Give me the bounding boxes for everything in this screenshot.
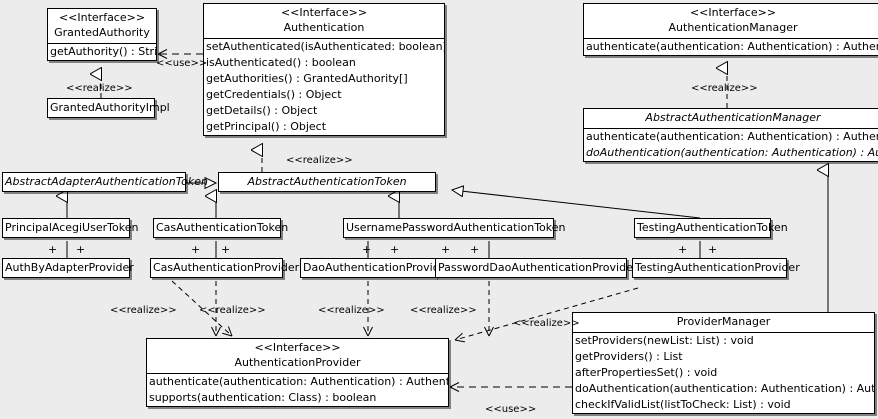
edge-label-realize-authentication-manager: <<realize>> bbox=[691, 83, 758, 94]
class-members: authenticate(authentication: Authenticat… bbox=[584, 128, 878, 161]
member-authenticate: authenticate(authentication: Authenticat… bbox=[586, 130, 878, 143]
member-do-authentication: doAuthentication(authentication: Authent… bbox=[586, 146, 878, 159]
class-name: CasAuthenticationProvider bbox=[153, 261, 300, 274]
class-name: GrantedAuthorityImpl bbox=[50, 101, 170, 114]
class-abstract-adapter-authentication-token[interactable]: AbstractAdapterAuthenticationToken bbox=[2, 172, 208, 192]
assoc-marker-upat-right-2: + bbox=[470, 243, 480, 256]
edge-label-realize-abstract-authentication-token: <<realize>> bbox=[286, 155, 353, 166]
class-header: <<Interface>> AuthenticationManager bbox=[584, 4, 878, 38]
member-after-properties-set: afterPropertiesSet() : void bbox=[575, 366, 718, 379]
class-name: AuthenticationProvider bbox=[234, 356, 361, 369]
class-header: AbstractAuthenticationManager bbox=[584, 109, 878, 128]
class-cas-authentication-provider[interactable]: CasAuthenticationProvider bbox=[150, 258, 300, 278]
member-is-authenticated: isAuthenticated() : boolean bbox=[206, 56, 356, 69]
assoc-marker-testing-right: + bbox=[708, 243, 718, 256]
class-name: AuthenticationManager bbox=[668, 21, 798, 34]
class-dao-authentication-provider[interactable]: DaoAuthenticationProvider bbox=[300, 258, 451, 278]
member-check-if-valid-list: checkIfValidList(listToCheck: List) : vo… bbox=[575, 398, 791, 411]
class-name: AbstractAdapterAuthenticationToken bbox=[5, 175, 208, 188]
member-get-details: getDetails() : Object bbox=[206, 104, 318, 117]
class-name: TestingAuthenticationProvider bbox=[635, 261, 800, 274]
assoc-marker-principal-acegi-left: + bbox=[48, 243, 58, 256]
member-get-credentials: getCredentials() : Object bbox=[206, 88, 342, 101]
assoc-marker-upat-left-1: + bbox=[362, 243, 372, 256]
assoc-marker-testing-left: + bbox=[678, 243, 688, 256]
member-set-providers: setProviders(newList: List) : void bbox=[575, 334, 754, 347]
class-header: <<Interface>> GrantedAuthority bbox=[48, 9, 156, 43]
class-name: UsernamePasswordAuthenticationToken bbox=[346, 221, 566, 234]
class-members: setProviders(newList: List) : void getPr… bbox=[573, 332, 874, 413]
class-members: authenticate(authentication: Authenticat… bbox=[584, 38, 878, 55]
stereotype-label: <<Interface>> bbox=[689, 6, 777, 19]
assoc-marker-cas-left: + bbox=[191, 243, 201, 256]
assoc-marker-upat-right-1: + bbox=[390, 243, 400, 256]
class-name: CasAuthenticationToken bbox=[156, 221, 289, 234]
class-auth-by-adapter-provider[interactable]: AuthByAdapterProvider bbox=[2, 258, 134, 278]
member-get-authority: getAuthority() : String bbox=[50, 45, 156, 58]
member-authenticate: authenticate(authentication: Authenticat… bbox=[149, 375, 448, 388]
class-authentication-manager[interactable]: <<Interface>> AuthenticationManager auth… bbox=[583, 3, 878, 56]
class-header: ProviderManager bbox=[573, 313, 874, 332]
class-testing-authentication-provider[interactable]: TestingAuthenticationProvider bbox=[632, 258, 800, 278]
edge-label-realize-auth-by-adapter: <<realize>> bbox=[110, 305, 177, 316]
stereotype-label: <<Interface>> bbox=[254, 341, 341, 354]
class-abstract-authentication-token[interactable]: AbstractAuthenticationToken bbox=[218, 172, 436, 192]
assoc-marker-cas-right: + bbox=[221, 243, 231, 256]
class-name: DaoAuthenticationProvider bbox=[303, 261, 451, 274]
stereotype-label: <<Interface>> bbox=[280, 6, 368, 19]
class-name: Authentication bbox=[283, 21, 365, 34]
class-granted-authority-impl[interactable]: GrantedAuthorityImpl bbox=[47, 98, 170, 118]
class-principal-acegi-user-token[interactable]: PrincipalAcegiUserToken bbox=[2, 218, 139, 238]
class-username-password-authentication-token[interactable]: UsernamePasswordAuthenticationToken bbox=[343, 218, 566, 238]
class-name: AbstractAuthenticationManager bbox=[645, 111, 821, 124]
class-granted-authority[interactable]: <<Interface>> GrantedAuthority getAuthor… bbox=[47, 8, 157, 61]
edge-label-use-provider-manager: <<use>> bbox=[485, 404, 537, 415]
class-password-dao-authentication-provider[interactable]: PasswordDaoAuthenticationProvider bbox=[435, 258, 638, 278]
member-set-authenticated: setAuthenticated(isAuthenticated: boolea… bbox=[206, 40, 444, 53]
class-header: <<Interface>> AuthenticationProvider bbox=[147, 339, 448, 373]
assoc-marker-upat-left-2: + bbox=[441, 243, 451, 256]
class-name: AuthByAdapterProvider bbox=[5, 261, 134, 274]
member-get-authorities: getAuthorities() : GrantedAuthority[] bbox=[206, 72, 408, 85]
class-provider-manager[interactable]: ProviderManager setProviders(newList: Li… bbox=[572, 312, 875, 414]
edge-label-realize-cas-provider: <<realize>> bbox=[199, 305, 266, 316]
class-members: getAuthority() : String bbox=[48, 43, 156, 60]
class-name: ProviderManager bbox=[676, 315, 771, 328]
member-authenticate: authenticate(authentication: Authenticat… bbox=[586, 40, 878, 53]
class-abstract-authentication-manager[interactable]: AbstractAuthenticationManager authentica… bbox=[583, 108, 878, 162]
member-do-authentication: doAuthentication(authentication: Authent… bbox=[575, 382, 874, 395]
edge-label-realize-testing-provider: <<realize>> bbox=[513, 318, 580, 329]
member-get-principal: getPrincipal() : Object bbox=[206, 120, 327, 133]
class-members: authenticate(authentication: Authenticat… bbox=[147, 373, 448, 406]
class-name: GrantedAuthority bbox=[54, 26, 150, 39]
assoc-marker-principal-acegi-right: + bbox=[76, 243, 86, 256]
class-testing-authentication-token[interactable]: TestingAuthenticationToken bbox=[634, 218, 788, 238]
stereotype-label: <<Interface>> bbox=[58, 11, 146, 24]
member-supports: supports(authentication: Class) : boolea… bbox=[149, 391, 377, 404]
class-authentication[interactable]: <<Interface>> Authentication setAuthenti… bbox=[203, 3, 445, 136]
edge-label-realize-password-dao-provider: <<realize>> bbox=[410, 305, 477, 316]
class-cas-authentication-token[interactable]: CasAuthenticationToken bbox=[153, 218, 289, 238]
member-get-providers: getProviders() : List bbox=[575, 350, 683, 363]
class-name: PrincipalAcegiUserToken bbox=[5, 221, 139, 234]
edge-label-realize-dao-provider: <<realize>> bbox=[318, 305, 385, 316]
class-members: setAuthenticated(isAuthenticated: boolea… bbox=[204, 38, 444, 135]
class-name: AbstractAuthenticationToken bbox=[247, 175, 407, 188]
class-header: <<Interface>> Authentication bbox=[204, 4, 444, 38]
class-authentication-provider[interactable]: <<Interface>> AuthenticationProvider aut… bbox=[146, 338, 449, 407]
edge-label-realize-granted-authority-impl: <<realize>> bbox=[66, 83, 133, 94]
class-name: PasswordDaoAuthenticationProvider bbox=[438, 261, 638, 274]
edge-label-use-granted-authority: <<use>> bbox=[156, 58, 208, 69]
class-name: TestingAuthenticationToken bbox=[637, 221, 788, 234]
